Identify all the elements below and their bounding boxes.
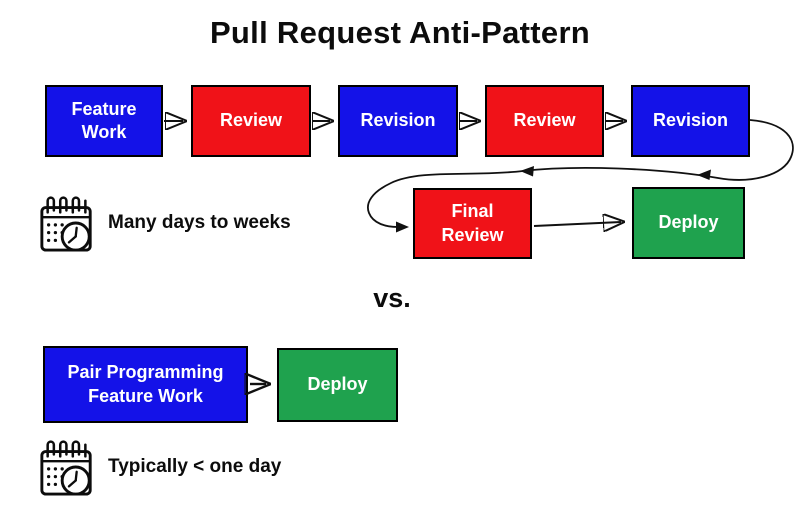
node-final-review: Final Review [413,188,532,259]
node-deploy-anti: Deploy [632,187,745,259]
node-pair-programming: Pair Programming Feature Work [43,346,248,423]
duration-label: Typically < one day [108,456,282,477]
node-deploy-pair: Deploy [277,348,398,422]
loop-arrowhead-3 [396,221,409,233]
node-revision-2: Revision [631,85,750,157]
calendar-clock-icon [40,196,92,252]
loop-arrowhead-1 [697,169,711,180]
loop-arrowhead-2 [520,166,534,177]
anti-pattern-duration: Many days to weeks [38,190,291,256]
node-review-2: Review [485,85,604,157]
duration-label: Many days to weeks [108,212,291,233]
node-revision-1: Revision [338,85,458,157]
page-title: Pull Request Anti-Pattern [209,15,591,50]
calendar-clock-icon [40,440,92,496]
pair-pattern-duration: Typically < one day [38,434,281,500]
node-review-1: Review [191,85,311,157]
node-feature-work: Feature Work [45,85,163,157]
vs-label: vs. [373,283,411,313]
arrow-finalreview-to-deploy [533,222,621,226]
